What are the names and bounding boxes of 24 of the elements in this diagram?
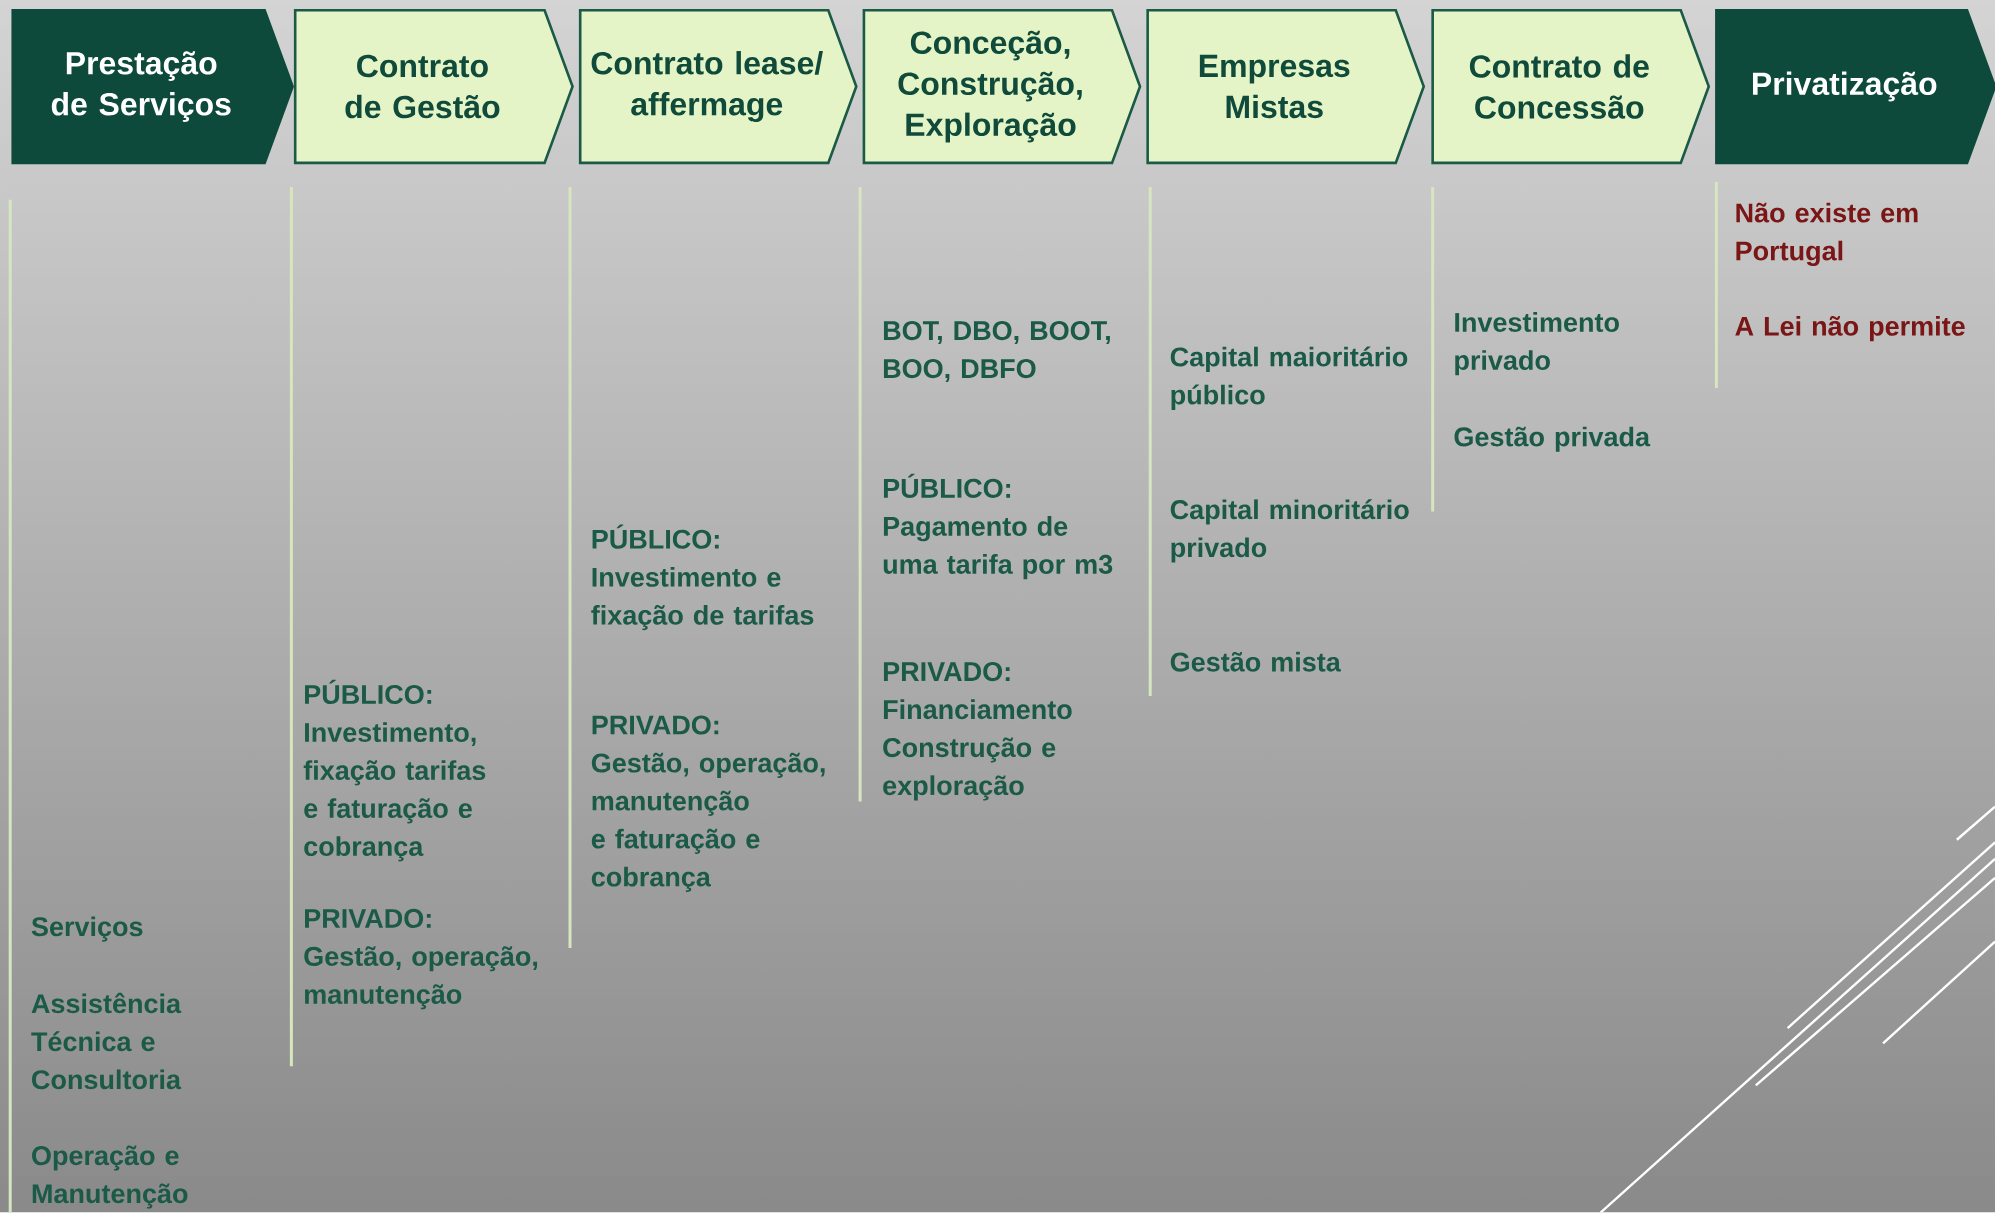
column-text: PÚBLICO: Investimento e fixação de tarifas: [591, 524, 814, 631]
column-text: Serviços: [31, 916, 143, 942]
column-text: Gestão mista: [1170, 652, 1341, 672]
column-text: BOT, DBO, BOOT, BOO, DBFO: [883, 321, 1110, 383]
chevron-box: Contrato de Concessão: [1431, 9, 1711, 165]
chevron-box: Empresas Mistas: [1146, 9, 1426, 165]
column-text: Gestão privada: [1454, 426, 1651, 453]
column-text: PRIVADO: Gestão, operação, manutenção e faturação e cobrança: [591, 715, 825, 893]
column-text: PRIVADO: Financiamento Construção e exploração: [883, 662, 1072, 801]
column-text: Capital maioritário público: [1170, 346, 1408, 411]
column-text: Não existe em Portugal: [1736, 202, 1918, 267]
column-text: Capital minoritário privado: [1170, 499, 1409, 563]
column-text: PÚBLICO: Pagamento de uma tarifa por m3: [883, 473, 1113, 580]
column-text: Operação e Manutenção: [32, 1145, 188, 1209]
chevron-box: Conceção, Construção, Exploração: [862, 9, 1142, 165]
column-text: Investimento privado: [1455, 312, 1619, 376]
chevron-box: Contrato de Gestão: [293, 9, 574, 165]
chevron-box: Contrato lease/ affermage: [578, 9, 858, 165]
chevron-box: Prestação de Serviços: [11, 9, 295, 165]
column-text: A Lei não permite: [1735, 316, 1965, 342]
chevron-box: Privatização: [1715, 9, 1995, 165]
column-text: PÚBLICO: Investimento, fixação tarifas e faturação e cobrança: [303, 680, 486, 862]
column-text: Assistência Técnica e Consultoria: [31, 993, 182, 1090]
column-text: PRIVADO: Gestão, operação, manutenção: [304, 909, 538, 1010]
